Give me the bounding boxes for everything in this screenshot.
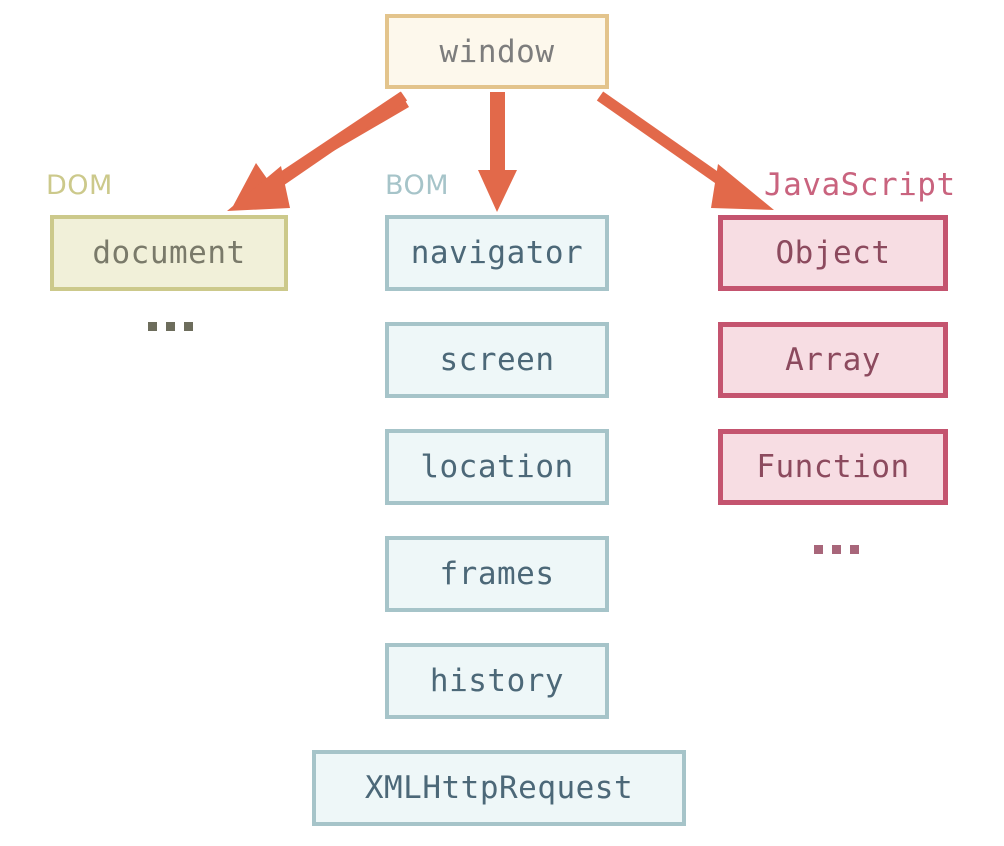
ellipsis-dot: [814, 545, 823, 554]
node-xmlhttprequest-label: XMLHttpRequest: [364, 770, 634, 806]
node-array-label: Array: [785, 342, 881, 378]
node-navigator-label: navigator: [410, 235, 584, 271]
ellipsis-dot: [832, 545, 841, 554]
column-caption-dom: DOM: [46, 170, 113, 201]
node-document: document: [50, 215, 288, 291]
ellipsis-dot: [850, 545, 859, 554]
node-location-label: location: [420, 449, 574, 485]
ellipsis-dot: [166, 322, 175, 331]
node-xmlhttprequest: XMLHttpRequest: [312, 750, 686, 826]
node-object: Object: [718, 215, 948, 291]
node-window: window: [385, 14, 609, 89]
node-history: history: [385, 643, 609, 719]
arrow-window-to-navigator: [478, 92, 517, 212]
ellipsis-dot: [184, 322, 193, 331]
node-screen: screen: [385, 322, 609, 398]
arrow-window-to-document: [227, 91, 409, 211]
node-history-label: history: [429, 663, 565, 699]
node-navigator: navigator: [385, 215, 609, 291]
node-function-label: Function: [756, 449, 910, 485]
node-frames-label: frames: [439, 556, 555, 592]
column-caption-bom: BOM: [385, 170, 450, 201]
node-object-label: Object: [775, 235, 891, 271]
ellipsis-dot: [148, 322, 157, 331]
node-frames: frames: [385, 536, 609, 612]
node-function: Function: [718, 429, 948, 505]
ellipsis-javascript: [814, 545, 859, 554]
node-array: Array: [718, 322, 948, 398]
node-document-label: document: [92, 235, 246, 271]
node-location: location: [385, 429, 609, 505]
node-window-label: window: [439, 33, 555, 70]
arrow-window-to-object: [596, 91, 774, 210]
node-screen-label: screen: [439, 342, 555, 378]
ellipsis-dom: [148, 322, 193, 331]
column-caption-javascript: JavaScript: [764, 167, 956, 203]
